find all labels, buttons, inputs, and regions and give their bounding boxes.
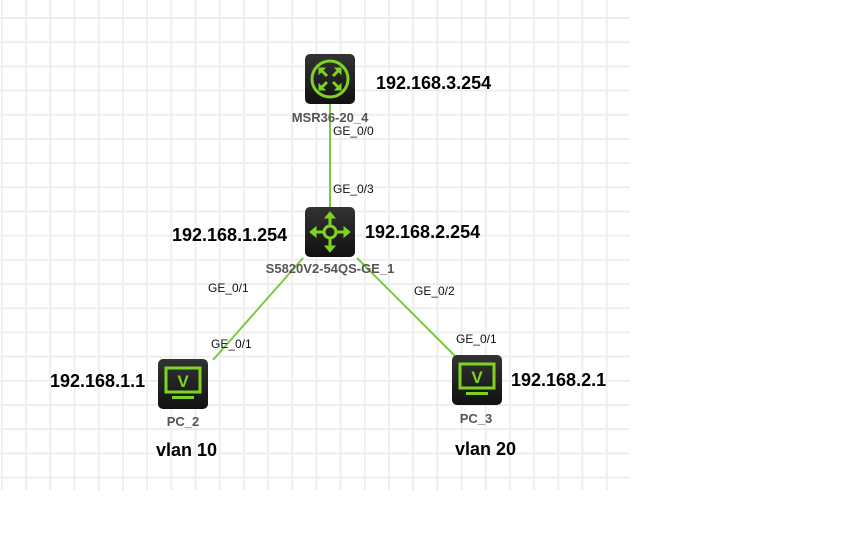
router-port: GE_0/0 (333, 124, 374, 138)
pc3-name: PC_3 (459, 411, 493, 426)
monitor-icon: V (458, 362, 496, 395)
router-name: MSR36-20_4 (291, 110, 369, 125)
switch-name: S5820V2-54QS-GE_1 (265, 261, 395, 276)
pc2-glyph: V (177, 372, 189, 391)
switch-icon (309, 211, 351, 253)
pc2-name: PC_2 (166, 414, 200, 429)
pc3-ip: 192.168.2.1 (511, 370, 607, 390)
pc3-glyph: V (471, 368, 483, 387)
link-switch-pc2[interactable] (212, 257, 304, 361)
switch-ip-right: 192.168.2.254 (365, 222, 481, 242)
monitor-icon: V (164, 366, 202, 399)
router-ip: 192.168.3.254 (376, 73, 492, 93)
pc2-port: GE_0/1 (211, 337, 252, 351)
pc3-port: GE_0/1 (456, 332, 497, 346)
router-device[interactable] (305, 54, 355, 104)
pc3-vlan: vlan 20 (455, 439, 517, 459)
pc2-ip: 192.168.1.1 (50, 371, 146, 391)
pc3-device[interactable]: V (452, 355, 502, 405)
switch-ip-left: 192.168.1.254 (172, 225, 288, 245)
router-icon (310, 59, 350, 99)
switch-port-left: GE_0/1 (208, 281, 249, 295)
pc2-device[interactable]: V (158, 359, 208, 409)
switch-port-up: GE_0/3 (333, 182, 374, 196)
switch-port-right: GE_0/2 (414, 284, 455, 298)
switch-device[interactable] (305, 207, 355, 257)
pc2-vlan: vlan 10 (156, 440, 218, 460)
link-switch-pc3[interactable] (356, 257, 456, 357)
